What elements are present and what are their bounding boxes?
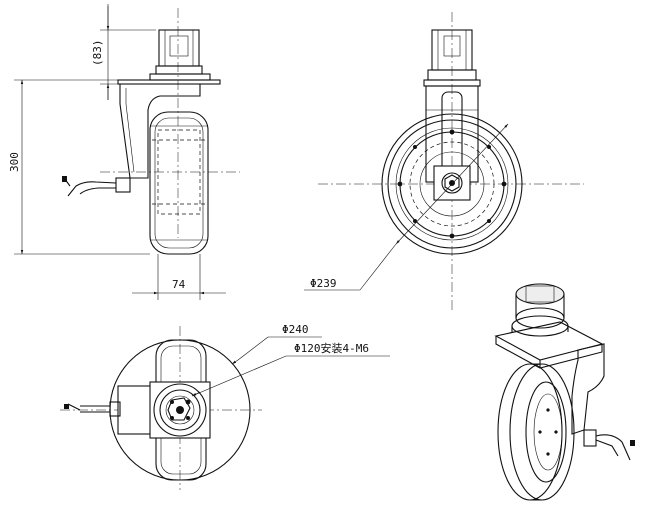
dim-flange-height: (83) (91, 4, 156, 100)
dim-hub-diameter-label: Φ240 (282, 323, 309, 336)
side-view: (83) 300 74 (8, 4, 240, 300)
dim-mount-pattern-label: Φ120安装4-M6 (294, 341, 369, 355)
top-cable (64, 401, 121, 417)
front-motor-block (423, 29, 481, 87)
front-hub (433, 165, 471, 201)
dim-total-height-label: 300 (8, 152, 21, 172)
dim-wheel-diameter: Φ239 (304, 123, 509, 291)
iso-motor (511, 283, 569, 337)
iso-wheel (497, 363, 575, 501)
dim-mount-pattern: Φ120安装4-M6 (191, 341, 390, 397)
side-wheel (149, 111, 209, 255)
dim-wheel-diameter-label: Φ239 (310, 277, 337, 290)
top-fork-arm (117, 385, 155, 435)
dim-total-height: 300 (8, 79, 150, 255)
iso-cable (583, 429, 635, 461)
dim-hub-diameter: Φ240 (231, 323, 322, 365)
side-motor-block (149, 29, 211, 81)
dim-wheel-width-label: 74 (172, 278, 186, 291)
side-cable (62, 176, 131, 197)
dim-flange-height-label: (83) (91, 40, 104, 67)
top-view: Φ240 Φ120安装4-M6 (60, 323, 390, 490)
dim-wheel-width: 74 (132, 254, 226, 300)
isometric-view (494, 283, 635, 501)
side-fork-arm (119, 84, 201, 179)
front-view: Φ239 (304, 12, 584, 310)
top-flange (149, 381, 211, 439)
